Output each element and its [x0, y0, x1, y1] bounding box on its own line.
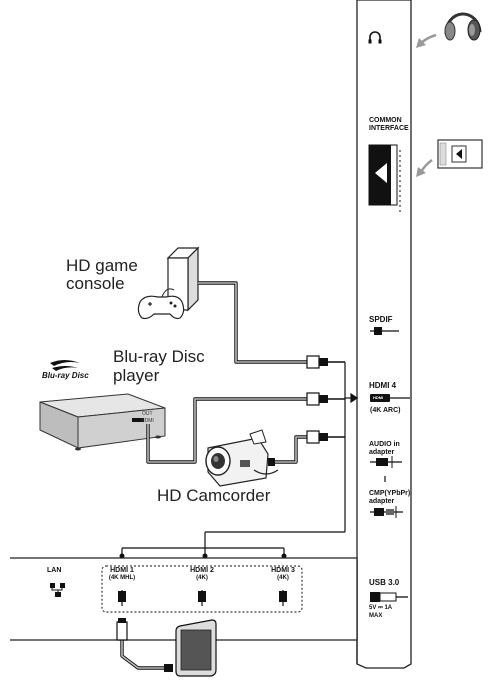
- hdmi3-label: HDMI 3: [271, 567, 295, 574]
- audio-in-port-icon: [370, 456, 402, 482]
- game-console-label-line1: HD game: [66, 256, 138, 275]
- bluray-out-label: OUT: [142, 411, 153, 417]
- arrow-headphones-icon: [416, 33, 437, 48]
- hdmi4-plug-text: HDMI: [373, 395, 384, 400]
- smartphone-icon: [175, 619, 217, 677]
- cmp-port-icon: [370, 506, 403, 518]
- hdmi3-sub-label: (4K): [277, 575, 289, 581]
- mhl-cable: [116, 618, 173, 672]
- camcorder-icon: [205, 429, 279, 487]
- camcorder-label: HD Camcorder: [157, 486, 271, 505]
- usb-max-label: MAX: [369, 613, 383, 619]
- lan-label: LAN: [47, 567, 62, 574]
- hdmi1-label: HDMI 1: [110, 567, 134, 574]
- spdif-label: SPDIF: [369, 315, 393, 324]
- bluray-player-icon: [39, 393, 166, 451]
- hdmi2-port-icon: [198, 590, 206, 606]
- camcorder-cable: [268, 435, 307, 466]
- hdmi2-label: HDMI 2: [190, 567, 214, 574]
- ci-label-line1: COMMON: [369, 117, 402, 124]
- bluray-label-line1: Blu-ray Disc: [113, 347, 205, 366]
- spdif-port-icon: [370, 327, 399, 335]
- ci-label-line2: INTERFACE: [369, 125, 409, 132]
- hdmi4-port-icon: [370, 394, 410, 402]
- hdmi-plug-console: [306, 355, 345, 369]
- cmp-label-line2: adapter: [369, 498, 395, 505]
- bluray-label-line2: player: [113, 366, 160, 385]
- hdmi1-port-icon: [118, 590, 126, 606]
- bluray-logo-text: Blu-ray Disc: [42, 371, 89, 380]
- hdmi-plug-bluray: [306, 392, 345, 406]
- bus-lines: [121, 362, 359, 558]
- hdmi1-sub-label: (4K MHL): [108, 575, 136, 581]
- cmp-label-line1: CMP(YPbPr): [369, 490, 411, 497]
- usb-port-icon: [370, 592, 408, 602]
- gamepad-icon: [137, 288, 185, 320]
- ci-slot: [368, 144, 401, 215]
- arrow-ci-icon: [416, 158, 433, 177]
- bluray-hdmi-label: HDMI: [141, 418, 154, 424]
- headphone-jack-icon: [368, 31, 382, 44]
- audio-in-label-line2: adapter: [369, 449, 395, 456]
- hdmi-plug-camcorder: [306, 430, 345, 444]
- side-panel: [356, 0, 412, 669]
- usb-label: USB 3.0: [369, 578, 400, 587]
- usb-power-label: 5V ⎓ 1A: [369, 605, 393, 611]
- bus-dots: [119, 553, 287, 559]
- game-console-label-line2: console: [66, 274, 125, 293]
- hdmi4-arc-label: (4K ARC): [370, 407, 401, 414]
- console-cable: [198, 281, 307, 364]
- bluray-logo-icon: [50, 360, 80, 371]
- hdmi4-label: HDMI 4: [369, 381, 397, 390]
- headphones-icon: [444, 12, 482, 41]
- audio-in-label-line1: AUDIO in: [369, 441, 400, 448]
- hdmi3-port-icon: [279, 590, 287, 606]
- lan-icon: [50, 583, 65, 597]
- ci-card-icon: [437, 139, 483, 169]
- hdmi2-sub-label: (4K): [196, 575, 208, 581]
- bluray-cable: [146, 397, 307, 464]
